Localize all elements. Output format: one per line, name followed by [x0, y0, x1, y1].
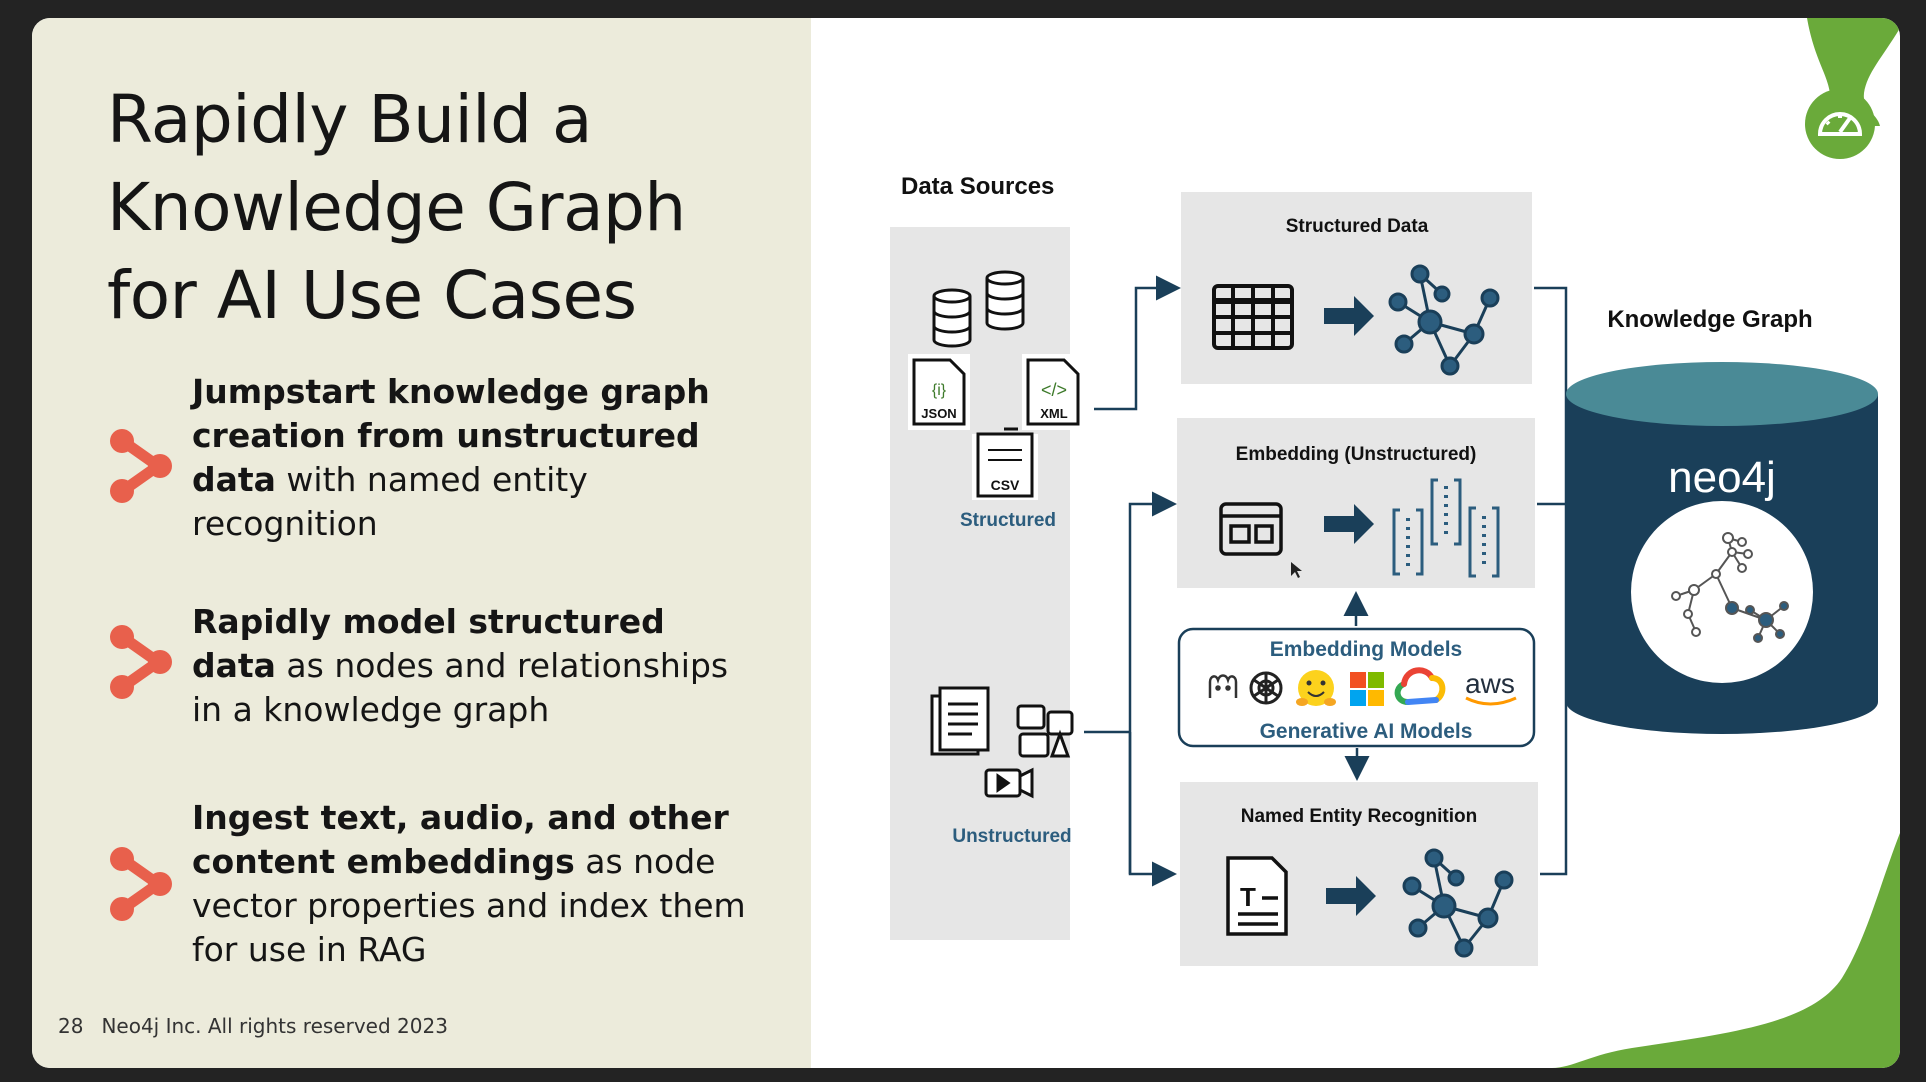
bullet-3-text: as node vector properties and index them…	[192, 842, 746, 969]
page-number: 28	[58, 1014, 84, 1038]
xml-glyph: </>	[1041, 380, 1067, 400]
bullet-2-bold: Rapidly model structured data	[192, 602, 665, 685]
microsoft-logo-icon	[1350, 672, 1384, 706]
json-label: JSON	[921, 406, 956, 421]
left-panel: Rapidly Build a Knowledge Graph for AI U…	[32, 18, 811, 1068]
bullet-1-text: with named entity recognition	[192, 460, 588, 543]
structured-data-title: Structured Data	[1286, 216, 1429, 237]
output-connectors	[1534, 286, 1568, 876]
xml-file-icon: </> XML	[1022, 354, 1084, 430]
bullet-3-bold: Ingest text, audio, and other content em…	[192, 798, 729, 881]
slide-title: Rapidly Build a Knowledge Graph for AI U…	[107, 76, 787, 340]
title-line-2: Knowledge Graph	[107, 169, 686, 246]
to-ner-connector	[1128, 732, 1177, 887]
slide: Rapidly Build a Knowledge Graph for AI U…	[32, 18, 1900, 1068]
bullet-2: Rapidly model structured data as nodes a…	[192, 600, 752, 732]
bullet-2-text: as nodes and relationships in a knowledg…	[192, 646, 729, 729]
aws-logo-label: aws	[1465, 668, 1515, 699]
json-file-icon: {i} JSON	[908, 354, 970, 430]
json-glyph: {i}	[932, 382, 947, 399]
title-line-1: Rapidly Build a	[107, 81, 592, 158]
slide-footer: 28 Neo4j Inc. All rights reserved 2023	[58, 1014, 466, 1038]
graph-network-icon	[1388, 264, 1500, 376]
copyright: Neo4j Inc. All rights reserved 2023	[101, 1014, 448, 1038]
csv-file-icon: CSV	[972, 432, 1038, 500]
gauge-badge	[1805, 89, 1875, 159]
gauge-icon	[1817, 112, 1863, 136]
ner-title: Named Entity Recognition	[1241, 806, 1477, 827]
title-line-3: for AI Use Cases	[107, 257, 637, 334]
to-embedding-connector	[1128, 491, 1177, 874]
bullet-3: Ingest text, audio, and other content em…	[192, 796, 752, 972]
video-icon	[984, 767, 1034, 799]
data-sources-title: Data Sources	[901, 173, 1054, 200]
table-icon	[1212, 284, 1294, 350]
content-window-icon	[1219, 502, 1283, 556]
embedding-title: Embedding (Unstructured)	[1236, 444, 1477, 465]
structured-label: Structured	[960, 510, 1056, 531]
social-media-icon	[1016, 704, 1074, 758]
google-cloud-logo-icon	[1394, 667, 1446, 705]
text-document-icon	[1226, 856, 1288, 936]
bullet-1-bold: Jumpstart knowledge graph creation from …	[192, 372, 710, 499]
data-sources-panel	[890, 227, 1070, 940]
knowledge-graph-title: Knowledge Graph	[1607, 306, 1812, 333]
vector-embeddings-icon	[1392, 478, 1500, 578]
unstructured-label: Unstructured	[952, 826, 1071, 847]
database-icon	[932, 288, 972, 348]
aws-smile-icon	[1465, 696, 1517, 706]
xml-label: XML	[1040, 406, 1068, 421]
arrow-right-icon	[1324, 504, 1374, 544]
graph-cluster-icon	[1671, 532, 1789, 643]
bullet-1: Jumpstart knowledge graph creation from …	[192, 370, 752, 546]
neo4j-logo: neo4j	[1668, 453, 1776, 502]
graph-bullet-icon	[110, 847, 172, 921]
arrow-right-icon	[1326, 876, 1376, 916]
graph-bullet-icon	[110, 625, 172, 699]
architecture-diagram: Data Sources {i} JSON </> XML	[890, 18, 1900, 1068]
openai-logo-icon	[1249, 671, 1283, 705]
generative-models-title: Generative AI Models	[1260, 720, 1473, 743]
database-icon	[985, 270, 1025, 331]
arrow-right-icon	[1324, 296, 1374, 336]
csv-label: CSV	[991, 477, 1020, 493]
graph-network-icon	[1402, 848, 1514, 958]
bottom-right-decoration	[1552, 833, 1900, 1068]
text-glyph: T	[1240, 882, 1256, 912]
huggingface-logo-icon	[1296, 670, 1336, 706]
structured-connector	[1094, 275, 1181, 411]
llama-logo-icon	[1208, 674, 1238, 698]
embedding-models-title: Embedding Models	[1270, 638, 1463, 661]
graph-preview-circle	[1631, 501, 1813, 683]
mouse-cursor-icon	[1291, 562, 1302, 578]
graph-bullet-icon	[110, 429, 172, 503]
document-icon	[930, 686, 990, 756]
